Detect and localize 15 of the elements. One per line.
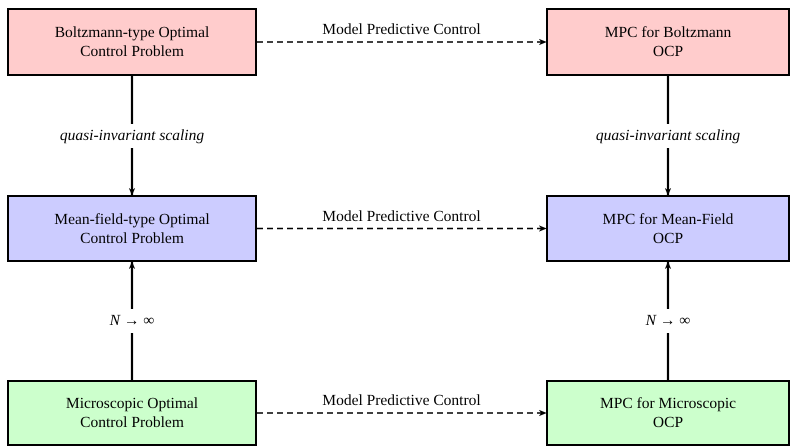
box-label: Microscopic Optimal Control Problem	[64, 394, 200, 432]
box-label: MPC for Microscopic OCP	[598, 394, 738, 432]
arrow	[257, 225, 547, 232]
process-box	[546, 195, 790, 262]
process-box	[7, 8, 257, 76]
process-box	[546, 8, 790, 76]
process-box	[7, 380, 257, 446]
process-box	[546, 380, 790, 446]
box-label: MPC for Mean-Field OCP	[602, 210, 734, 248]
box-label: Mean-field-type Optimal Control Problem	[53, 210, 211, 248]
box-label: Boltzmann-type Optimal Control Problem	[54, 23, 210, 61]
box-label: MPC for Boltzmann OCP	[604, 23, 732, 61]
process-box	[7, 195, 257, 262]
arrow	[257, 38, 547, 46]
arrow	[257, 410, 547, 416]
